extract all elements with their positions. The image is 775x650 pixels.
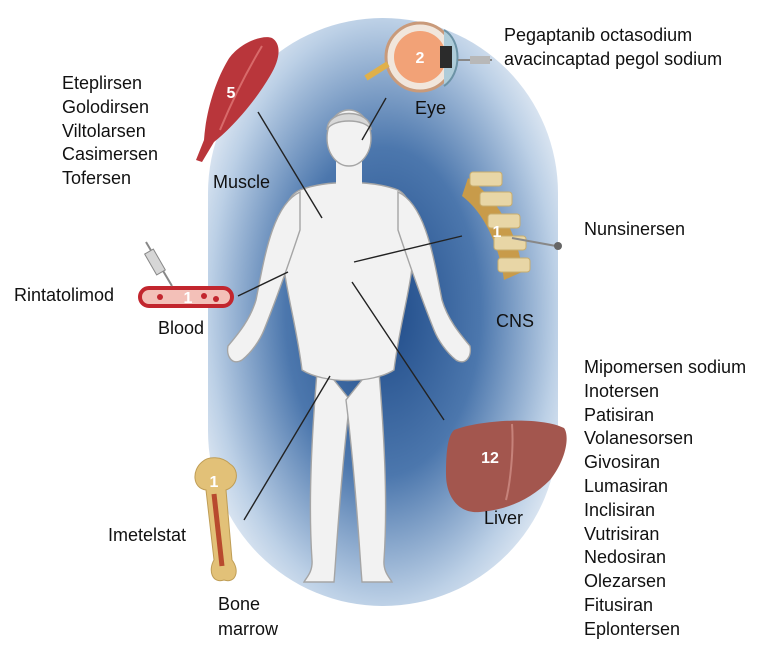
- cns-label: CNS: [496, 309, 534, 333]
- drug-name: Olezarsen: [584, 570, 746, 594]
- drug-name: Pegaptanib octasodium: [504, 24, 722, 48]
- drug-name: Tofersen: [62, 167, 158, 191]
- drug-name: Inclisiran: [584, 499, 746, 523]
- drug-name: Casimersen: [62, 143, 158, 167]
- blood-count: 1: [184, 290, 193, 307]
- drug-name: Patisiran: [584, 404, 746, 428]
- drug-name: Vutrisiran: [584, 523, 746, 547]
- drug-name: Viltolarsen: [62, 120, 158, 144]
- drug-name: Fitusiran: [584, 594, 746, 618]
- drug-name: Rintatolimod: [14, 284, 114, 308]
- liver-label: Liver: [484, 506, 523, 530]
- drug-name: Lumasiran: [584, 475, 746, 499]
- drug-name: Mipomersen sodium: [584, 356, 746, 380]
- drug-name: Volanesorsen: [584, 427, 746, 451]
- drug-name: Eteplirsen: [62, 72, 158, 96]
- bone-marrow-label-line1: Bone: [218, 592, 260, 616]
- liver-drug-list: Mipomersen sodium Inotersen Patisiran Vo…: [584, 356, 746, 642]
- eye-count: 2: [416, 50, 425, 67]
- cns-count: 1: [493, 224, 502, 241]
- drug-name: Golodirsen: [62, 96, 158, 120]
- muscle-count: 5: [227, 85, 236, 102]
- bone-marrow-label-line2: marrow: [218, 617, 278, 641]
- drug-name: Inotersen: [584, 380, 746, 404]
- bone-marrow-count: 1: [210, 474, 219, 491]
- muscle-label: Muscle: [213, 170, 270, 194]
- drug-name: Nedosiran: [584, 546, 746, 570]
- eye-label: Eye: [415, 96, 446, 120]
- drug-name: Eplontersen: [584, 618, 746, 642]
- blood-drug-list: Rintatolimod: [14, 284, 114, 308]
- drug-name: avacincaptad pegol sodium: [504, 48, 722, 72]
- syringe-icon: [145, 242, 172, 286]
- bone-marrow-drug-list: Imetelstat: [108, 524, 186, 548]
- cns-drug-list: Nunsinersen: [584, 218, 685, 242]
- eye-drug-list: Pegaptanib octasodium avacincaptad pegol…: [504, 24, 722, 72]
- drug-name: Givosiran: [584, 451, 746, 475]
- liver-count: 12: [481, 450, 499, 467]
- muscle-drug-list: Eteplirsen Golodirsen Viltolarsen Casime…: [62, 72, 158, 191]
- drug-name: Nunsinersen: [584, 218, 685, 242]
- blood-label: Blood: [158, 316, 204, 340]
- liver-organ: [446, 421, 567, 513]
- drug-name: Imetelstat: [108, 524, 186, 548]
